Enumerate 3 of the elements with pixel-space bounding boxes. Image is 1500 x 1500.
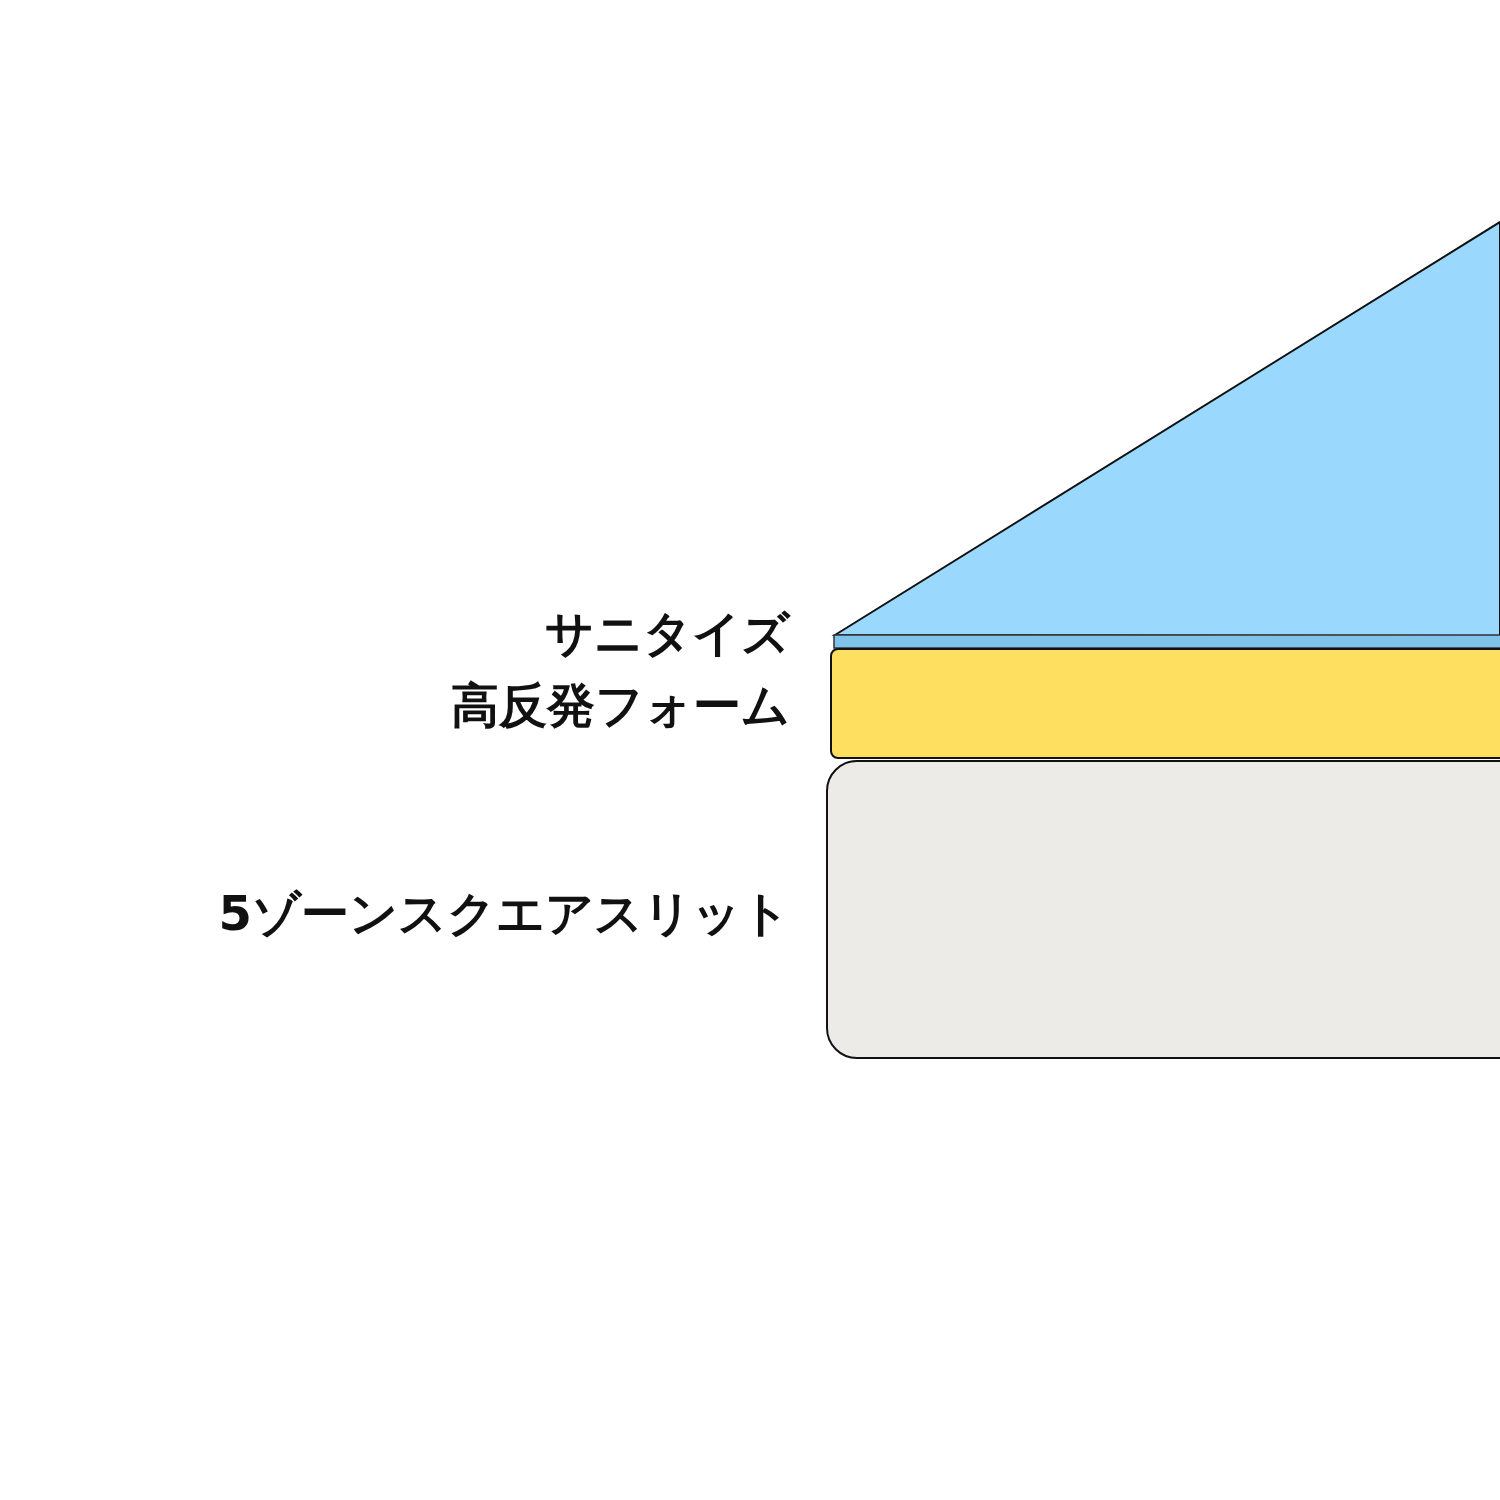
layer-label: 高反発フォーム	[451, 676, 790, 735]
layer-label: 5ゾーンスクエアスリット	[218, 884, 790, 943]
layer-label: サニタイズ	[545, 604, 790, 663]
